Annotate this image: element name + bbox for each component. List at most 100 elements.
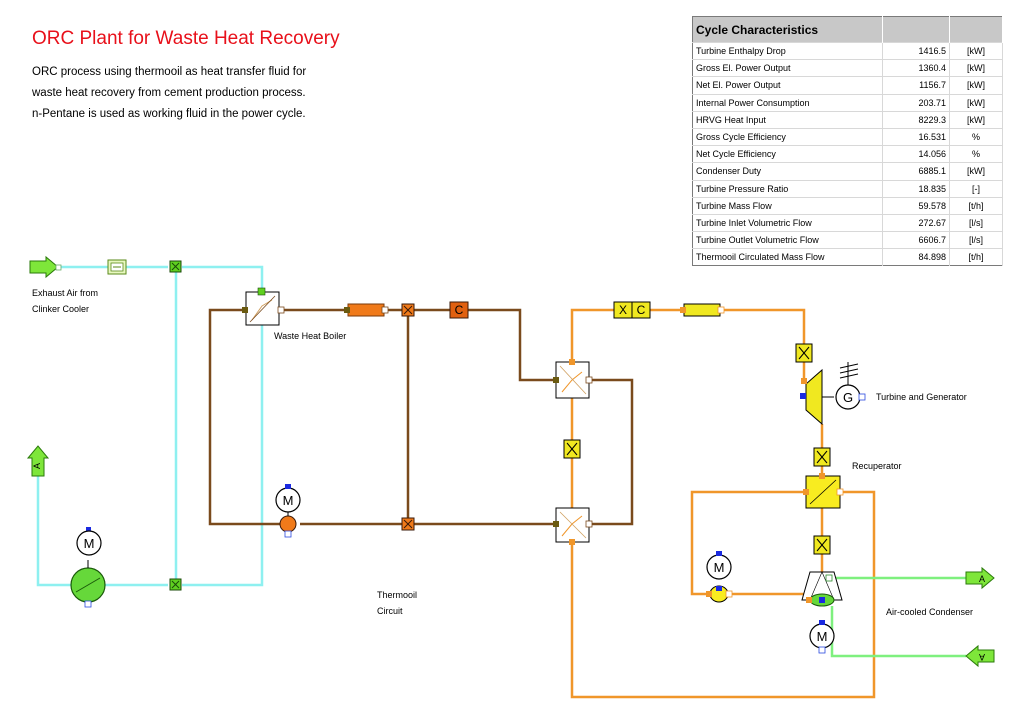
table-cell-value: 6885.1 — [882, 162, 950, 180]
turbine-inlet-valve[interactable] — [795, 343, 813, 363]
cycle-characteristics-table: Cycle Characteristics Turbine Enthalpy D… — [692, 16, 1003, 267]
fan-motor-glyph: M — [84, 536, 95, 551]
cooling-air-outlet-arrow[interactable]: A — [965, 566, 995, 590]
table-cell-value: 6606.7 — [882, 231, 950, 249]
feed-pump-motor-glyph: M — [714, 560, 725, 575]
condenser-inlet-valve[interactable] — [813, 535, 831, 555]
thermooil-pipe-element[interactable] — [344, 303, 389, 317]
table-cell-unit: [kW] — [949, 93, 1003, 112]
table-cell-unit: [kW] — [949, 162, 1003, 180]
table-cell-name: HRVG Heat Input — [692, 110, 883, 129]
label-exhaust-air-line-1: Exhaust Air from — [32, 288, 98, 298]
preheater-heat-exchanger[interactable] — [553, 507, 593, 545]
thermooil-controller[interactable]: C — [449, 301, 469, 319]
table-header-unit — [949, 16, 1003, 43]
exhaust-fan[interactable] — [70, 527, 106, 608]
working-fluid-pipe-element[interactable] — [680, 303, 725, 317]
table-cell-unit: [kW] — [949, 41, 1003, 60]
wf-controller-c-glyph: C — [637, 303, 646, 317]
label-exhaust-air-line-2: Clinker Cooler — [32, 304, 89, 314]
generator[interactable]: G — [835, 362, 866, 410]
thermooil-pump-motor[interactable]: M — [275, 484, 301, 513]
label-thermooil-line-2: Circuit — [377, 606, 403, 616]
cooling-air-inlet-arrow[interactable]: A — [965, 644, 995, 668]
table-cell-name: Gross El. Power Output — [692, 59, 883, 77]
table-cell-unit: [kW] — [949, 76, 1003, 95]
fan-motor[interactable]: M — [76, 530, 102, 556]
label-turbine-generator: Turbine and Generator — [876, 392, 967, 402]
table-cell-unit: [kW] — [949, 59, 1003, 77]
air-splitter-top[interactable] — [169, 260, 182, 273]
table-cell-name: Turbine Enthalpy Drop — [692, 41, 883, 60]
table-cell-name: Net Cycle Efficiency — [692, 145, 883, 163]
air-mixer-bottom[interactable] — [169, 578, 182, 591]
working-fluid-lines — [570, 308, 876, 699]
table-cell-value: 16.531 — [882, 127, 950, 146]
condenser-fan-motor[interactable]: M — [809, 620, 835, 654]
description: ORC process using thermooil as heat tran… — [32, 62, 306, 125]
table-cell-value: 14.056 — [882, 145, 950, 163]
feed-pump[interactable] — [706, 585, 733, 603]
wf-controller-mixer-glyph: X — [619, 303, 627, 317]
label-recuperator: Recuperator — [852, 461, 902, 471]
table-cell-unit: % — [949, 145, 1003, 163]
table-cell-unit: [kW] — [949, 110, 1003, 129]
condenser-fan-motor-glyph: M — [817, 629, 828, 644]
table-header-value — [882, 16, 950, 43]
table-cell-value: 59.578 — [882, 196, 950, 215]
recuperator[interactable] — [803, 473, 844, 509]
description-line-3: n-Pentane is used as working fluid in th… — [32, 108, 306, 120]
table-title: Cycle Characteristics — [692, 16, 883, 43]
page-title: ORC Plant for Waste Heat Recovery — [32, 28, 340, 49]
table-cell-value: 203.71 — [882, 93, 950, 112]
exhaust-air-lines — [36, 265, 264, 587]
working-fluid-controller[interactable]: X C — [613, 301, 651, 319]
table-cell-value: 1156.7 — [882, 76, 950, 95]
turbine[interactable] — [800, 368, 834, 426]
description-line-2: waste heat recovery from cement producti… — [32, 87, 306, 99]
table-cell-name: Condenser Duty — [692, 162, 883, 180]
table-header-row: Cycle Characteristics — [692, 16, 1003, 43]
table-cell-name: Internal Power Consumption — [692, 93, 883, 112]
air-filter[interactable] — [107, 259, 127, 275]
table-cell-unit: [-] — [949, 179, 1003, 198]
cooling-air-outlet-glyph: A — [979, 574, 985, 584]
cooling-air-lines — [830, 576, 966, 658]
table-cell-value: 272.67 — [882, 213, 950, 232]
thermooil-mixer-bottom[interactable] — [401, 517, 415, 531]
table-cell-value: 18.835 — [882, 179, 950, 198]
turbine-outlet-valve[interactable] — [813, 447, 831, 467]
waste-heat-boiler[interactable] — [242, 287, 285, 326]
feed-pump-motor[interactable]: M — [706, 551, 732, 580]
table-cell-value: 84.898 — [882, 248, 950, 266]
table-cell-name: Thermooil Circulated Mass Flow — [692, 248, 883, 266]
thermooil-splitter-top[interactable] — [401, 303, 415, 317]
table-cell-unit: % — [949, 127, 1003, 146]
table-cell-unit: [t/h] — [949, 248, 1003, 266]
exhaust-air-inlet-arrow[interactable] — [29, 255, 62, 279]
table-cell-name: Turbine Inlet Volumetric Flow — [692, 213, 883, 232]
thermooil-controller-glyph: C — [455, 303, 464, 317]
table-cell-name: Turbine Mass Flow — [692, 196, 883, 215]
label-condenser: Air-cooled Condenser — [886, 607, 973, 617]
table-cell-value: 1416.5 — [882, 41, 950, 60]
table-cell-name: Turbine Outlet Volumetric Flow — [692, 231, 883, 249]
air-outlet-arrow[interactable]: A — [26, 445, 50, 477]
description-line-1: ORC process using thermooil as heat tran… — [32, 66, 307, 78]
thermooil-pump-motor-glyph: M — [283, 493, 294, 508]
thermooil-pump[interactable] — [279, 510, 297, 538]
table-cell-name: Gross Cycle Efficiency — [692, 127, 883, 146]
air-cooled-condenser[interactable] — [801, 571, 843, 607]
working-fluid-valve-middle[interactable] — [563, 439, 581, 459]
evaporator-heat-exchanger[interactable] — [553, 359, 593, 399]
